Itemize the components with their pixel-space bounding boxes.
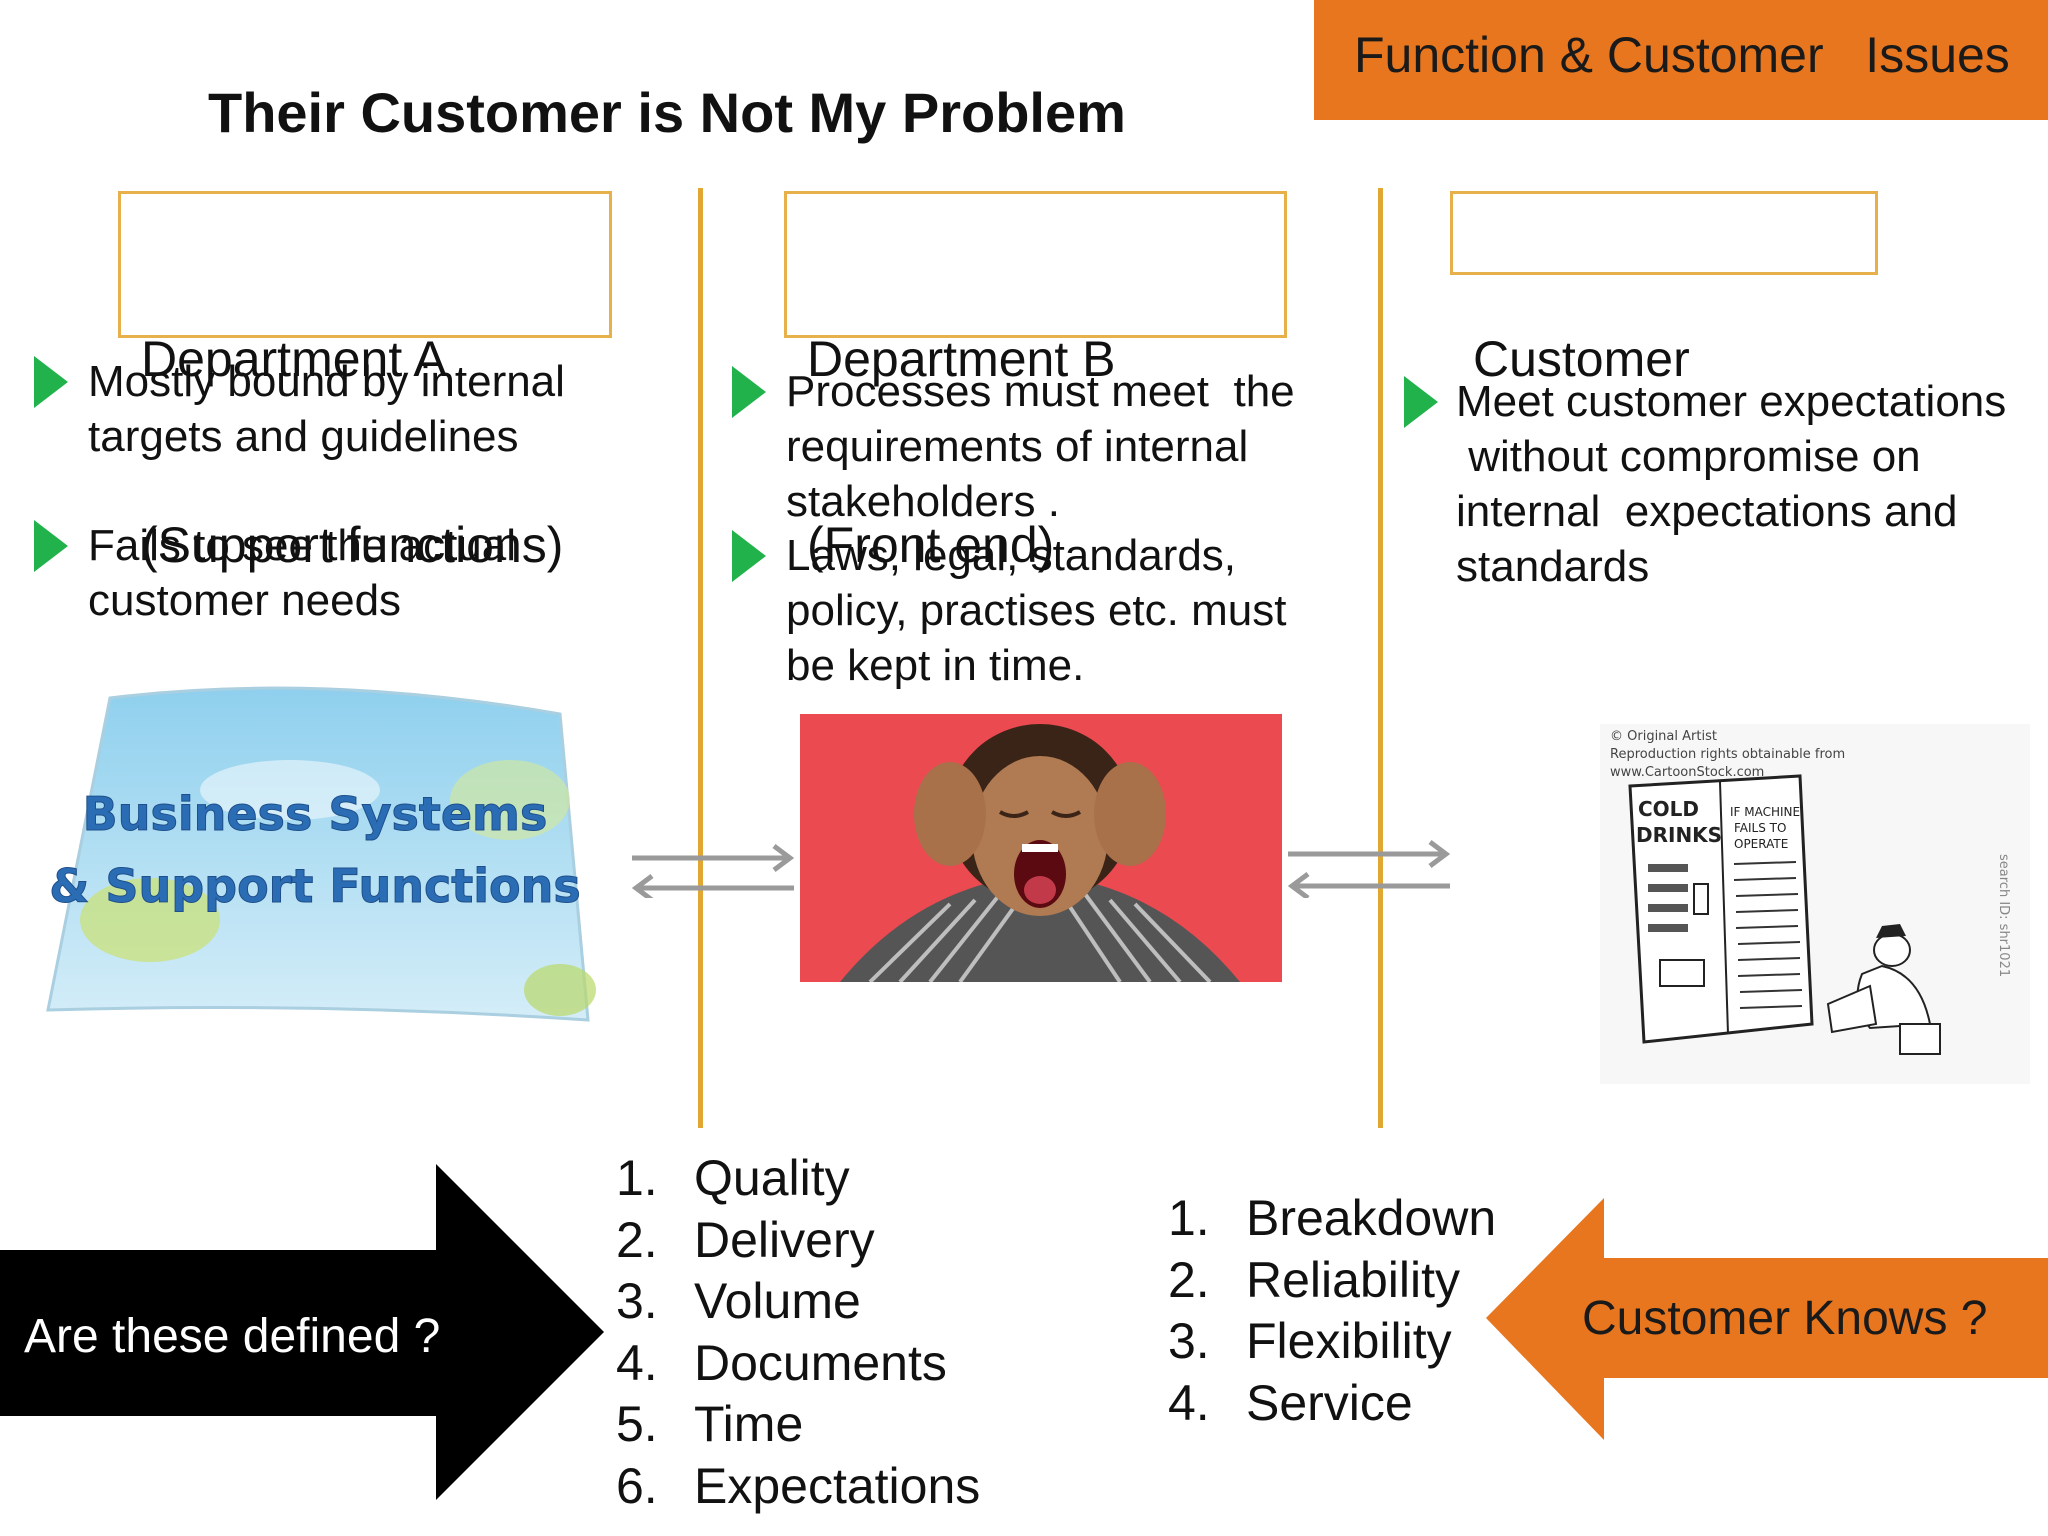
cartoon-sign-1: COLD: [1638, 797, 1699, 821]
list-item: 4.Service: [1168, 1374, 1413, 1431]
list-item: 3.Volume: [616, 1273, 861, 1329]
cartoon-credit-1: © Original Artist: [1610, 729, 1717, 744]
column-divider-1: [698, 188, 703, 1128]
list-item: 6.Expectations: [616, 1457, 981, 1514]
customer-heading: Customer: [1473, 331, 1690, 387]
dept-b-bullet-2: Laws, legal, standards, policy, practise…: [786, 531, 1287, 690]
customer-bullet-1: Meet customer expectations without compr…: [1456, 377, 2007, 591]
flow-arrows-a-b: [631, 844, 795, 898]
illustration-label-line2: & Support Functions: [49, 859, 581, 913]
bullet-arrow-icon: [1404, 376, 1438, 428]
flow-arrows-b-customer: [1287, 840, 1451, 898]
drinks-machine-cartoon: © Original Artist Reproduction rights ob…: [1600, 724, 2030, 1084]
list-item: 4.Documents: [616, 1334, 947, 1391]
dept-b-heading-line1: Department B: [807, 331, 1116, 387]
list-item: 1.Breakdown: [1168, 1190, 1497, 1246]
bullet-arrow-icon: [732, 366, 766, 418]
stressed-person-photo: [800, 714, 1282, 982]
business-systems-illustration: Business Systems & Support Functions: [46, 686, 596, 1022]
cartoon-credit-2: Reproduction rights obtainable from: [1610, 747, 1845, 762]
bullet-arrow-icon: [34, 520, 68, 572]
cartoon-panel-1: IF MACHINE: [1730, 805, 1800, 819]
list-item: 1.Quality: [616, 1150, 850, 1206]
bullet-arrow-icon: [34, 356, 68, 408]
list-item: 2.Delivery: [616, 1211, 875, 1268]
cartoon-panel-3: OPERATE: [1734, 837, 1788, 851]
are-these-defined-label: Are these defined ?: [24, 1310, 440, 1363]
dept-b-heading-box: Department B (Front end): [784, 191, 1287, 573]
cartoon-credit-3: www.CartoonStock.com: [1610, 765, 1764, 780]
customer-knows-arrow: Customer Knows ?: [1486, 1198, 2048, 1440]
list-item: 5.Time: [616, 1396, 804, 1452]
defined-criteria-list: 1.Quality 2.Delivery 3.Volume 4.Document…: [616, 1148, 980, 1517]
page-title: Their Customer is Not My Problem: [208, 81, 1126, 144]
section-banner: Function & Customer Issues: [1314, 0, 2048, 120]
dept-a-bullet-1: Mostly bound by internal targets and gui…: [88, 357, 565, 461]
bullet-arrow-icon: [732, 530, 766, 582]
illustration-label-line1: Business Systems: [83, 787, 548, 841]
cartoon-side-label: search ID: shr1021: [1996, 854, 2011, 977]
dept-b-heading-line2: (Front end): [807, 517, 1055, 573]
cartoon-sign-2: DRINKS: [1636, 823, 1722, 847]
dept-a-heading-line1: Department A: [141, 331, 447, 387]
dept-b-bullet-1: Processes must meet the requirements of …: [786, 367, 1295, 526]
dept-a-heading-box: Department A (Support functions): [118, 191, 612, 573]
cartoon-panel-2: FAILS TO: [1734, 821, 1786, 835]
column-divider-2: [1378, 188, 1383, 1128]
list-item: 3.Flexibility: [1168, 1313, 1452, 1369]
are-these-defined-arrow: Are these defined ?: [0, 1164, 604, 1500]
customer-criteria-list: 1.Breakdown 2.Reliability 3.Flexibility …: [1168, 1188, 1496, 1434]
customer-knows-label: Customer Knows ?: [1582, 1292, 1988, 1345]
list-item: 2.Reliability: [1168, 1251, 1460, 1308]
dept-a-bullet-2: Fails to see the actual customer needs: [88, 521, 517, 625]
customer-heading-box: Customer: [1450, 191, 1878, 387]
dept-a-heading-line2: (Support functions): [141, 517, 564, 573]
